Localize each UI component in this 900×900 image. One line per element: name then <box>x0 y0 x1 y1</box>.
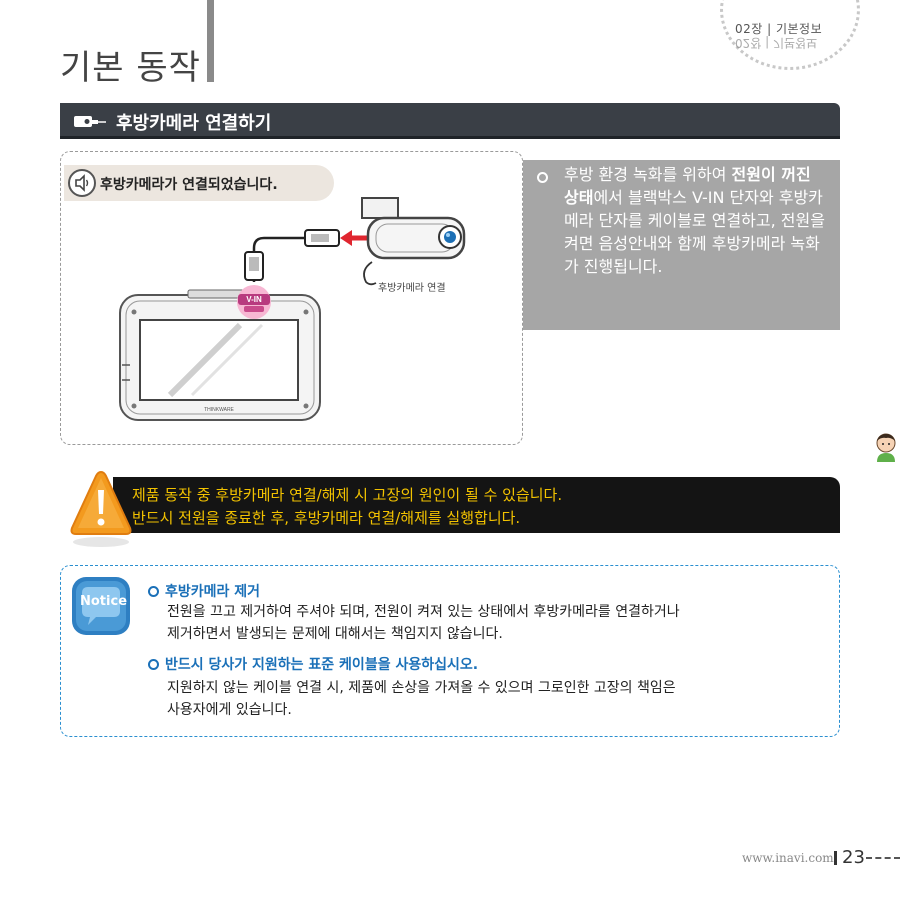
circle-bullet-icon <box>148 659 159 670</box>
speaker-icon <box>68 169 96 197</box>
page-title: 기본 동작 <box>60 48 201 88</box>
info-text: 후방 환경 녹화를 위하여 전원이 꺼진 상태에서 블랙박스 V-IN 단자와 … <box>564 165 825 276</box>
footer-dash-line <box>866 857 900 859</box>
page-number: 23 <box>842 847 865 868</box>
notice-heading-1: 후방카메라 제거 <box>148 581 260 601</box>
notice-badge-icon <box>72 577 130 635</box>
character-icon[interactable] <box>873 432 899 464</box>
footer-separator <box>834 851 837 865</box>
illustration-frame <box>60 151 523 445</box>
notice-badge-label: Notice <box>80 594 128 609</box>
rear-camera <box>361 197 466 260</box>
notice-heading-2: 반드시 당사가 지원하는 표준 케이블을 사용하십시오. <box>148 654 478 674</box>
notice-body-2: 지원하지 않는 케이블 연결 시, 제품에 손상을 가져올 수 있으며 그로인한… <box>167 680 676 718</box>
info-emphasis: 전원이 꺼진 상태 <box>564 165 811 207</box>
warning-bar <box>113 477 840 533</box>
section-header: 후방카메라 연결하기 <box>60 103 840 139</box>
bullet-icon <box>537 172 548 183</box>
info-panel <box>523 160 840 330</box>
chapter-label: 02장 | 기본정보 <box>735 22 823 36</box>
notice-body-1: 전원을 끄고 제거하여 주셔야 되며, 전원이 켜져 있는 상태에서 후방카메라… <box>167 604 680 642</box>
warning-icon <box>70 470 132 547</box>
illustration-caption: 후방카메라 연결 <box>378 283 446 294</box>
warning-line-1: 제품 동작 중 후방카메라 연결/해제 시 고장의 원인이 될 수 있습니다. <box>132 486 563 504</box>
footer-url: www.inavi.com <box>742 851 834 865</box>
speech-label-bg <box>64 165 334 201</box>
camera-plug-icon <box>74 116 106 127</box>
vin-port: V-IN <box>237 285 271 319</box>
device-brand: THINKWARE <box>204 407 234 413</box>
svg-text:V-IN: V-IN <box>246 295 262 304</box>
speech-label: 후방카메라가 연결되었습니다. <box>100 177 278 193</box>
blackbox-device: THINKWARE <box>119 289 321 421</box>
section-title: 후방카메라 연결하기 <box>116 113 272 134</box>
warning-line-2: 반드시 전원을 종료한 후, 후방카메라 연결/해제를 실행합니다. <box>132 509 521 527</box>
chapter-label-reflection: 02장 | 기본정보 <box>735 36 818 50</box>
title-divider <box>207 0 214 82</box>
notice-box <box>60 565 840 737</box>
circle-bullet-icon <box>148 586 159 597</box>
dashcam-illustration: THINKWARE V-IN <box>119 197 466 421</box>
